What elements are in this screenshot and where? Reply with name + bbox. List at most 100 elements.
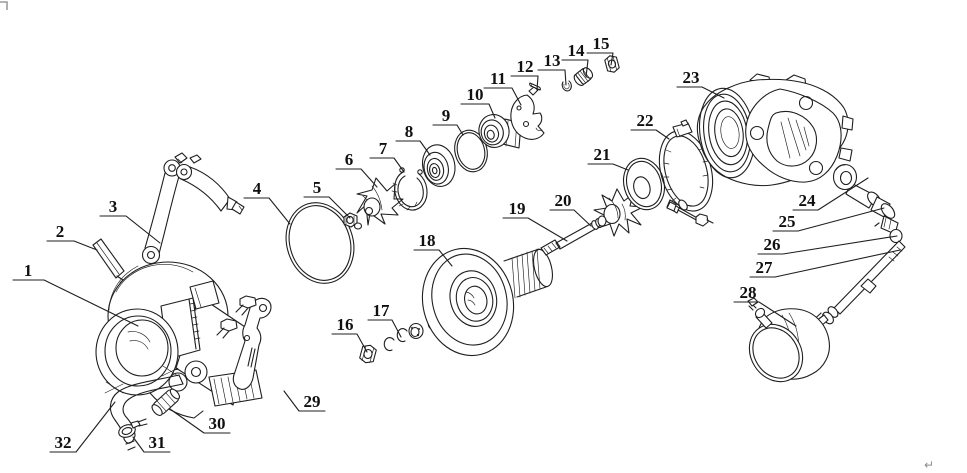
part-label-16: 16 (331, 315, 368, 353)
part-13-small-ring-drawing (561, 80, 572, 92)
part-number-text: 13 (544, 51, 561, 70)
leader-line (733, 301, 797, 327)
part-number-text: 5 (313, 178, 322, 197)
part-31-hose-clamp-drawing (118, 418, 148, 438)
part-23-turbine-housing-drawing (696, 73, 854, 187)
part-number-text: 26 (764, 235, 781, 254)
leader-line (303, 196, 351, 219)
part-8-seal-plate-drawing (421, 144, 456, 187)
part-label-23: 23 (676, 68, 725, 99)
leader-line (587, 163, 629, 171)
leader-line (99, 215, 161, 244)
part-number-text: 29 (304, 392, 321, 411)
leader-line (331, 333, 368, 353)
leader-line (432, 124, 464, 136)
part-22-vband-clamp-drawing (658, 119, 714, 227)
part-label-11: 11 (483, 69, 522, 106)
part-label-8: 8 (395, 122, 431, 156)
part-number-text: 9 (442, 106, 451, 125)
part-number-text: 28 (740, 283, 757, 302)
part-number-text: 19 (509, 199, 526, 218)
part-label-24: 24 (792, 177, 869, 211)
part-label-18: 18 (413, 231, 453, 267)
part-label-31: 31 (132, 433, 171, 453)
part-16-nut-drawing (359, 344, 377, 364)
part-label-10: 10 (460, 85, 496, 119)
leader-line (549, 209, 592, 227)
leader-line (395, 140, 431, 156)
part-number-text: 23 (683, 68, 700, 87)
leader-line (413, 249, 453, 267)
part-number-text: 32 (55, 433, 72, 452)
part-18-bearing-housing-drawing (421, 247, 553, 357)
leader-line (772, 207, 885, 232)
part-number-text: 17 (373, 301, 391, 320)
part-6-compressor-wheel-drawing (353, 177, 404, 230)
part-label-3: 3 (99, 197, 161, 244)
part-label-4: 4 (243, 179, 291, 225)
leader-line (561, 59, 589, 78)
leader-line (283, 390, 326, 412)
part-label-28: 28 (733, 283, 797, 327)
leader-line (630, 129, 670, 140)
part-number-text: 16 (337, 315, 354, 334)
part-label-7: 7 (369, 139, 405, 173)
part-29-bracket-drawing (216, 295, 272, 390)
part-label-32: 32 (49, 401, 116, 453)
leader-line (586, 52, 614, 66)
leader-line (460, 103, 496, 119)
leader-line (369, 157, 405, 173)
part-label-17: 17 (367, 301, 402, 338)
leader-line (243, 197, 291, 225)
leader-line (335, 168, 378, 188)
part-number-text: 10 (467, 85, 484, 104)
part-number-text: 2 (56, 222, 65, 241)
part-27-actuator-rod-drawing (822, 240, 906, 325)
part-label-26: 26 (757, 235, 898, 255)
leader-line (169, 408, 231, 434)
part-number-text: 14 (568, 41, 586, 60)
leader-line (676, 86, 725, 99)
part-number-text: 30 (209, 414, 226, 433)
leader-line (510, 75, 539, 91)
paragraph-return-mark: ↵ (924, 458, 934, 472)
part-label-14: 14 (561, 41, 589, 78)
part-label-13: 13 (537, 51, 567, 86)
part-number-text: 18 (419, 231, 436, 250)
part-label-29: 29 (283, 390, 326, 412)
part-label-27: 27 (749, 249, 901, 278)
part-3-bracket-arm-drawing (141, 152, 188, 265)
leader-line (537, 69, 567, 86)
part-label-20: 20 (549, 191, 592, 227)
part-number-text: 1 (24, 261, 33, 280)
part-21-heat-shield-drawing (622, 157, 666, 211)
leader-line (792, 177, 869, 211)
part-label-9: 9 (432, 106, 464, 136)
part-label-1: 1 (12, 261, 139, 327)
part-3-bracket-arm-2-drawing (175, 154, 245, 215)
part-number-text: 6 (345, 150, 354, 169)
part-label-12: 12 (510, 57, 539, 91)
part-4-oring-drawing (285, 202, 355, 284)
part-7-snap-ring-drawing (391, 167, 428, 211)
leader-line (49, 401, 116, 453)
leader-line (502, 217, 568, 242)
part-11-backplate-drawing (510, 86, 545, 140)
part-30-drain-fitting-drawing (151, 388, 181, 416)
part-label-30: 30 (169, 408, 231, 434)
part-24-rod-end-drawing (832, 163, 877, 209)
leader-line (132, 436, 171, 453)
part-number-text: 25 (779, 212, 796, 231)
part-15-nut-drawing (604, 55, 620, 73)
part-label-21: 21 (587, 145, 629, 171)
part-19-shaft-drawing (540, 218, 603, 256)
part-label-15: 15 (586, 34, 614, 66)
part-number-text: 24 (799, 191, 817, 210)
part-number-text: 27 (756, 258, 774, 277)
leader-line (483, 87, 522, 106)
part-label-6: 6 (335, 150, 378, 188)
part-28-actuator-drawing (747, 297, 830, 383)
part-number-text: 12 (517, 57, 534, 76)
